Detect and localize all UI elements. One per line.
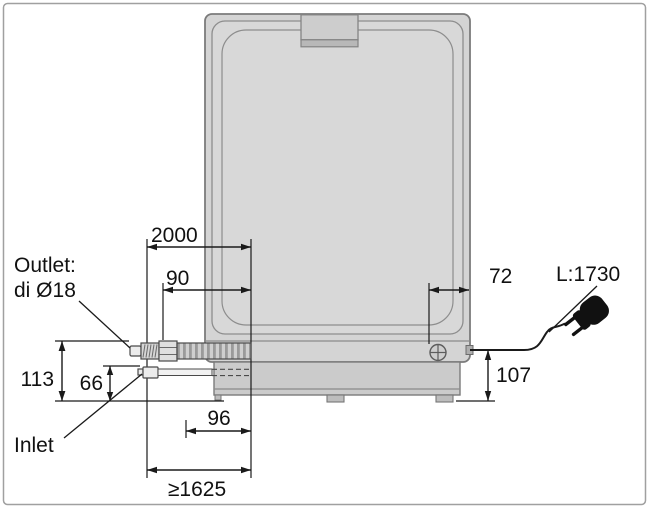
foot-left xyxy=(214,394,222,401)
top-bracket xyxy=(300,14,359,48)
plug-icon xyxy=(564,295,609,337)
cable-length-callout: L:1730 xyxy=(548,263,620,333)
dim-1625: ≥1625 xyxy=(147,466,251,501)
appliance-body xyxy=(204,13,474,403)
outlet-fitting-tip xyxy=(129,345,142,357)
dim-1625-label: ≥1625 xyxy=(168,478,226,501)
dim-90-label: 90 xyxy=(166,267,189,290)
dim-113: 113 xyxy=(21,341,66,401)
foot-right xyxy=(435,394,454,403)
dim-72-label: 72 xyxy=(489,265,512,288)
power-cable xyxy=(470,295,609,351)
corrugated-hose xyxy=(176,342,252,360)
dim-66-label: 66 xyxy=(80,372,103,395)
inlet-hose xyxy=(137,366,250,379)
drain-hose xyxy=(129,340,252,362)
dim-2000: 2000 xyxy=(147,224,251,251)
outlet-label-line1: Outlet: xyxy=(14,254,76,277)
outlet-nut xyxy=(158,340,178,362)
dim-66: 66 xyxy=(80,366,114,401)
cable-length-label: L:1730 xyxy=(556,263,620,286)
dim-2000-label: 2000 xyxy=(151,224,198,247)
outlet-label-line2: di Ø18 xyxy=(14,279,76,302)
foot-center xyxy=(326,394,345,403)
dim-113-label: 113 xyxy=(21,368,54,391)
dim-107-label: 107 xyxy=(496,364,531,387)
screw-icon xyxy=(429,343,447,362)
dim-72: 72 xyxy=(429,265,512,294)
dim-96-label: 96 xyxy=(207,407,230,430)
inlet-label: Inlet xyxy=(14,434,54,457)
back-panel-outline xyxy=(211,20,464,335)
dim-107: 107 xyxy=(484,350,531,401)
dim-90: 90 xyxy=(163,267,251,294)
outlet-callout: Outlet: di Ø18 xyxy=(14,254,131,349)
inlet-callout: Inlet xyxy=(14,373,143,457)
inlet-connector xyxy=(142,366,159,379)
dim-96: 96 xyxy=(186,407,251,435)
